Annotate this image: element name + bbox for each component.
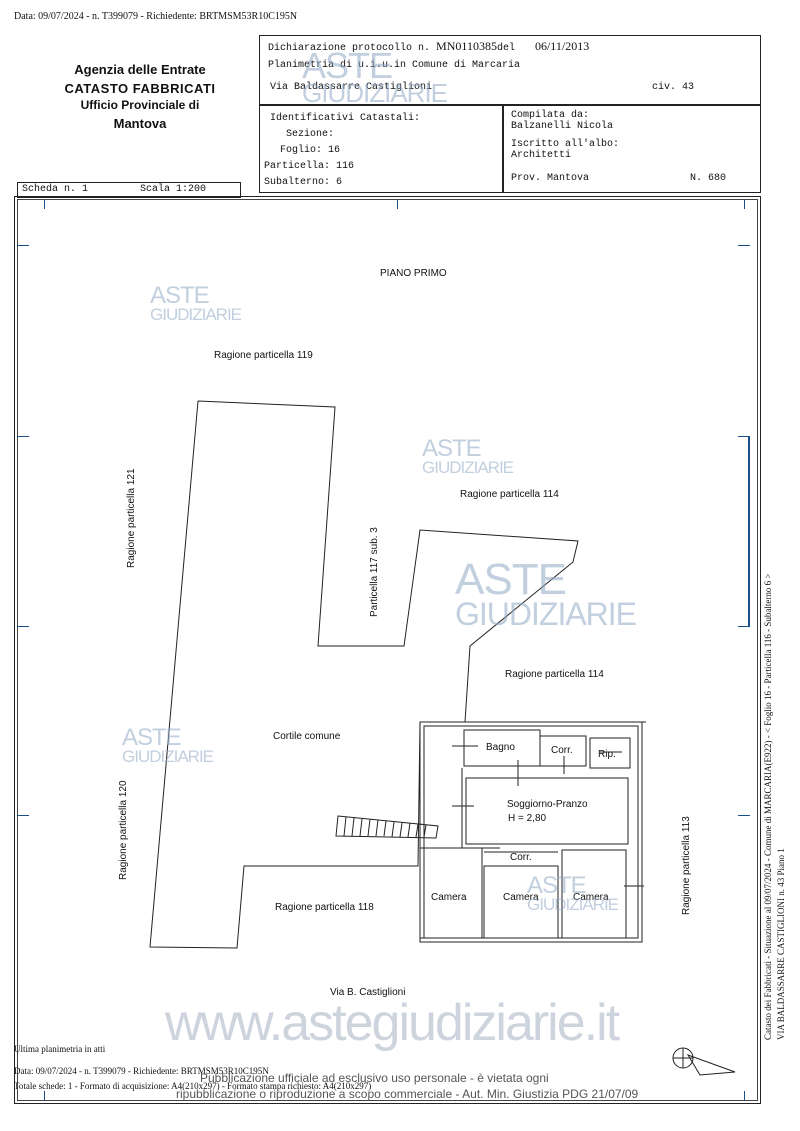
room-height: H = 2,80 (508, 813, 547, 824)
identifiers-box (259, 105, 503, 193)
identifiers-subalterno: Subalterno: 6 (264, 177, 343, 188)
declaration-del: del (496, 43, 515, 54)
tick-left-4 (17, 815, 29, 816)
room-corr-1: Corr. (551, 745, 573, 756)
compiler-box (503, 105, 761, 193)
apartment-outline (419, 721, 643, 943)
declaration-line-2: Planimetria di u.i.u.in Comune di Marcar… (268, 60, 521, 71)
room-camera-1: Camera (431, 892, 467, 903)
room-soggiorno-outline (465, 777, 629, 845)
ragione-particella-114-top: Ragione particella 114 (460, 489, 559, 500)
identifiers-title: Identificativi Catastali: (270, 113, 421, 124)
footer-pubblicazione-1: Pubblicazione ufficiale ad esclusivo uso… (200, 1071, 549, 1085)
particella-117-sub3: Particella 117 sub. 3 (369, 527, 380, 617)
agency-name: Agenzia delle Entrate (74, 62, 206, 77)
room-camera-1-outline (419, 847, 483, 939)
lot-outline-left (149, 400, 579, 949)
identifiers-block: Identificativi Catastali: Sezione: Fogli… (264, 111, 420, 191)
scheda-box: Scheda n. 1 Scala 1:200 (17, 182, 241, 198)
identifiers-sezione: Sezione: (286, 129, 335, 140)
room-corr-outline (539, 735, 587, 767)
room-soggiorno-pranzo: Soggiorno-Pranzo (507, 799, 588, 810)
drawing-frame-inner (17, 199, 758, 1101)
ragione-particella-118: Ragione particella 118 (275, 902, 374, 913)
cortile-comune: Cortile comune (273, 731, 341, 742)
compiler-prov: Prov. Mantova (511, 173, 590, 184)
tick-right-1 (738, 245, 750, 246)
room-camera-2: Camera (503, 892, 539, 903)
tick-left-2 (17, 436, 29, 437)
compiler-albo: Architetti (511, 150, 572, 161)
room-corr-2: Corr. (510, 852, 532, 863)
office-block: Agenzia delle Entrate CATASTO FABBRICATI… (30, 62, 250, 131)
compiler-block: Compilata da: Balzanelli Nicola Iscritto… (511, 110, 619, 161)
footer-ultima: Ultima planimetria in atti (14, 1044, 106, 1054)
footer-pubblicazione-2: ripubblicazione o riproduzione a scopo c… (176, 1087, 639, 1101)
side-text-address: VIA BALDASSARRE CASTIGLIONI n. 43 Piano … (776, 848, 786, 1040)
room-rip-outline (589, 737, 631, 769)
tick-left-1 (17, 245, 29, 246)
room-camera-3-outline (561, 849, 627, 939)
via-castiglioni-label: Via B. Castiglioni (330, 987, 406, 998)
tick-bottom-2 (744, 1091, 745, 1101)
ragione-particella-119: Ragione particella 119 (214, 350, 313, 361)
room-bagno: Bagno (486, 742, 515, 753)
north-arrow (672, 1047, 736, 1076)
scheda-number: Scheda n. 1 (22, 184, 89, 195)
ufficio-city: Mantova (113, 116, 167, 131)
ragione-particella-113: Ragione particella 113 (681, 816, 692, 915)
frame-accent-bar (748, 436, 750, 626)
identifiers-foglio: Foglio: 16 (280, 145, 341, 156)
scheda-scale: Scala 1:200 (140, 184, 207, 195)
footer-totale: Totale schede: 1 - Formato di acquisizio… (14, 1081, 372, 1091)
tick-top-3 (744, 199, 745, 209)
ragione-particella-121: Ragione particella 121 (126, 468, 137, 568)
room-camera-2-outline (483, 865, 559, 939)
compiler-iscritto: Iscritto all'albo: (511, 139, 620, 150)
tick-bottom-1 (44, 1091, 45, 1101)
footer-data: Data: 09/07/2024 - n. T399079 - Richiede… (14, 1066, 269, 1076)
tick-left-3 (17, 626, 29, 627)
catasto-title: CATASTO FABBRICATI (64, 81, 216, 96)
tick-right-4 (738, 815, 750, 816)
tick-top-2 (397, 199, 398, 209)
declaration-civ: civ. 43 (652, 82, 695, 93)
room-rip: Rip. (598, 749, 616, 760)
compiler-name: Balzanelli Nicola (511, 121, 614, 132)
piano-primo-label: PIANO PRIMO (380, 268, 447, 279)
declaration-date: 06/11/2013 (534, 39, 590, 53)
declaration-box (259, 35, 761, 105)
identifiers-particella: Particella: 116 (264, 161, 355, 172)
drawing-frame-outer (14, 196, 761, 1104)
declaration-street: Via Baldassarre Castiglioni (270, 82, 433, 93)
tick-right-3 (738, 626, 750, 627)
compiler-number: N. 680 (690, 173, 727, 184)
watermark-site: www.astegiudiziarie.it (165, 994, 620, 1052)
room-camera-3: Camera (573, 892, 609, 903)
declaration-prefix: Dichiarazione protocollo n. (268, 43, 431, 54)
ragione-particella-114-mid: Ragione particella 114 (505, 669, 604, 680)
ragione-particella-120: Ragione particella 120 (118, 780, 129, 880)
protocol-number: MN0110385 (436, 39, 497, 53)
stairs (335, 815, 439, 839)
compiler-label: Compilata da: (511, 110, 590, 121)
ufficio-label: Ufficio Provinciale di (80, 98, 200, 112)
tick-right-2 (738, 436, 750, 437)
declaration-line-1: Dichiarazione protocollo n. MN0110385del… (268, 39, 589, 54)
side-text-situation: Catasto dei Fabbricati - Situazione al 0… (763, 573, 773, 1041)
header-request-line: Data: 09/07/2024 - n. T399079 - Richiede… (14, 11, 298, 22)
tick-top-1 (44, 199, 45, 209)
